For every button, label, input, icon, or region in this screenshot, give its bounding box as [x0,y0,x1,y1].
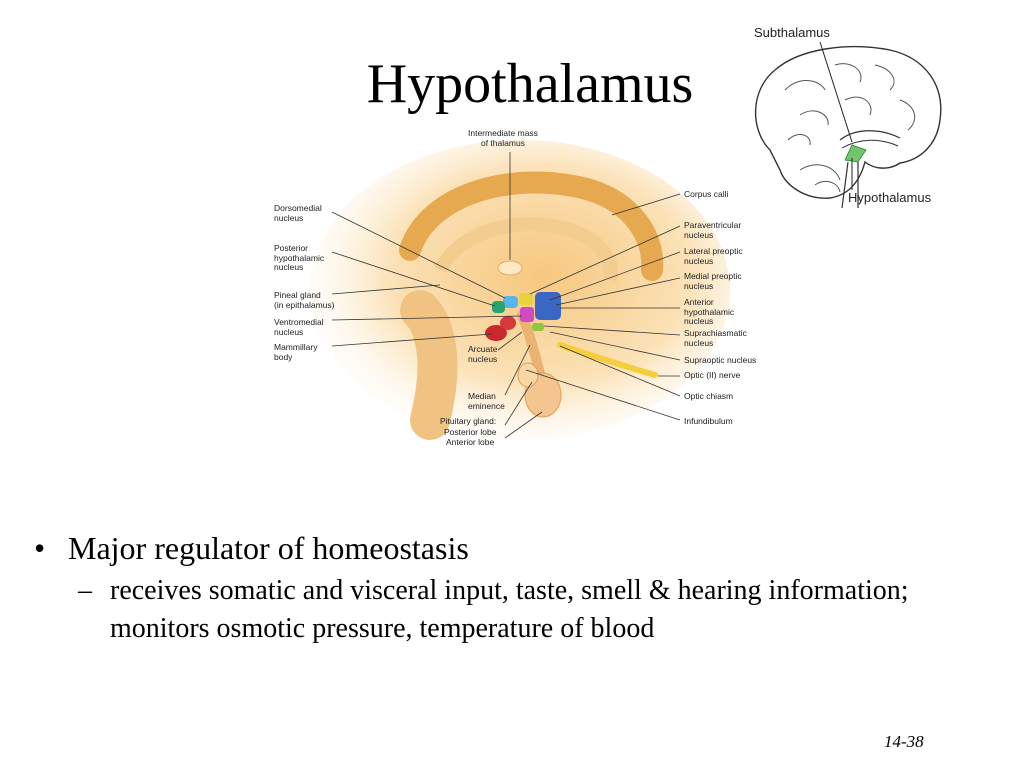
mammillary-body-label: Mammillary body [274,342,318,362]
hypothalamus-highlight [844,144,867,163]
slide-title: Hypothalamus [366,53,694,115]
sub-bullet-item: receives somatic and visceral input, tas… [30,572,990,648]
brain-outline-sketch [754,41,942,209]
optic-nerve-label: Optic (II) nerve [684,370,741,380]
corpus-callosum-label: Corpus calli [684,189,729,199]
pituitary-gland-label: Pituitary gland: [440,416,497,426]
optic-chiasm-label: Optic chiasm [684,391,734,401]
paraventricular-nucleus-label: Paraventricular nucleus [684,220,742,240]
ventromedial-nucleus-label: Ventromedial nucleus [274,317,324,337]
supraoptic-nucleus-label: Supraoptic nucleus [684,355,757,365]
anterior-lobe-label: Anterior lobe [446,437,495,447]
pineal-gland-label: Pineal gland (in epithalamus) [274,290,335,310]
suprachiasmatic-shape [532,323,544,331]
dorsomedial-shape [503,296,518,308]
subthalamus-label: Subthalamus [754,25,830,40]
posterior-hypothalamic-nucleus-label: Posterior hypothalamic nucleus [274,243,325,272]
arcuate-nucleus-label: Arcuate nucleus [468,344,498,364]
ventromedial-shape [520,307,534,322]
bullet-list: Major regulator of homeostasis receives … [30,528,990,648]
posterior-lobe-label: Posterior lobe [444,427,497,437]
bullet-item: Major regulator of homeostasis [30,528,990,568]
anterior-hypothalamic-nucleus-label: Anterior hypothalamic nucleus [684,297,735,326]
mammillary-body-shape [485,325,507,341]
dorsomedial-nucleus-label: Dorsomedial nucleus [274,203,322,223]
hypothalamus-illustration [310,140,730,440]
medial-preoptic-nucleus-label: Medial preoptic nucleus [684,271,742,291]
hypothalamus-diagram: Intermediate mass of thalamus Dorsomedia… [260,120,780,460]
lateral-preoptic-nucleus-label: Lateral preoptic nucleus [684,246,743,266]
infundibulum-label: Infundibulum [684,416,733,426]
hypothalamus-label: Hypothalamus [848,190,932,205]
suprachiasmatic-nucleus-label: Suprachiasmatic nucleus [684,328,747,348]
intermediate-mass-label: Intermediate mass of thalamus [468,128,538,148]
posterior-shape [492,301,505,313]
brain-inset-diagram: Subthalamus Hypothalamus [740,20,980,220]
page-number: 14-38 [884,732,924,751]
median-eminence-label: Median eminence [468,391,505,411]
anterior-nucleus-shape [535,292,561,320]
paraventricular-shape [519,293,533,305]
